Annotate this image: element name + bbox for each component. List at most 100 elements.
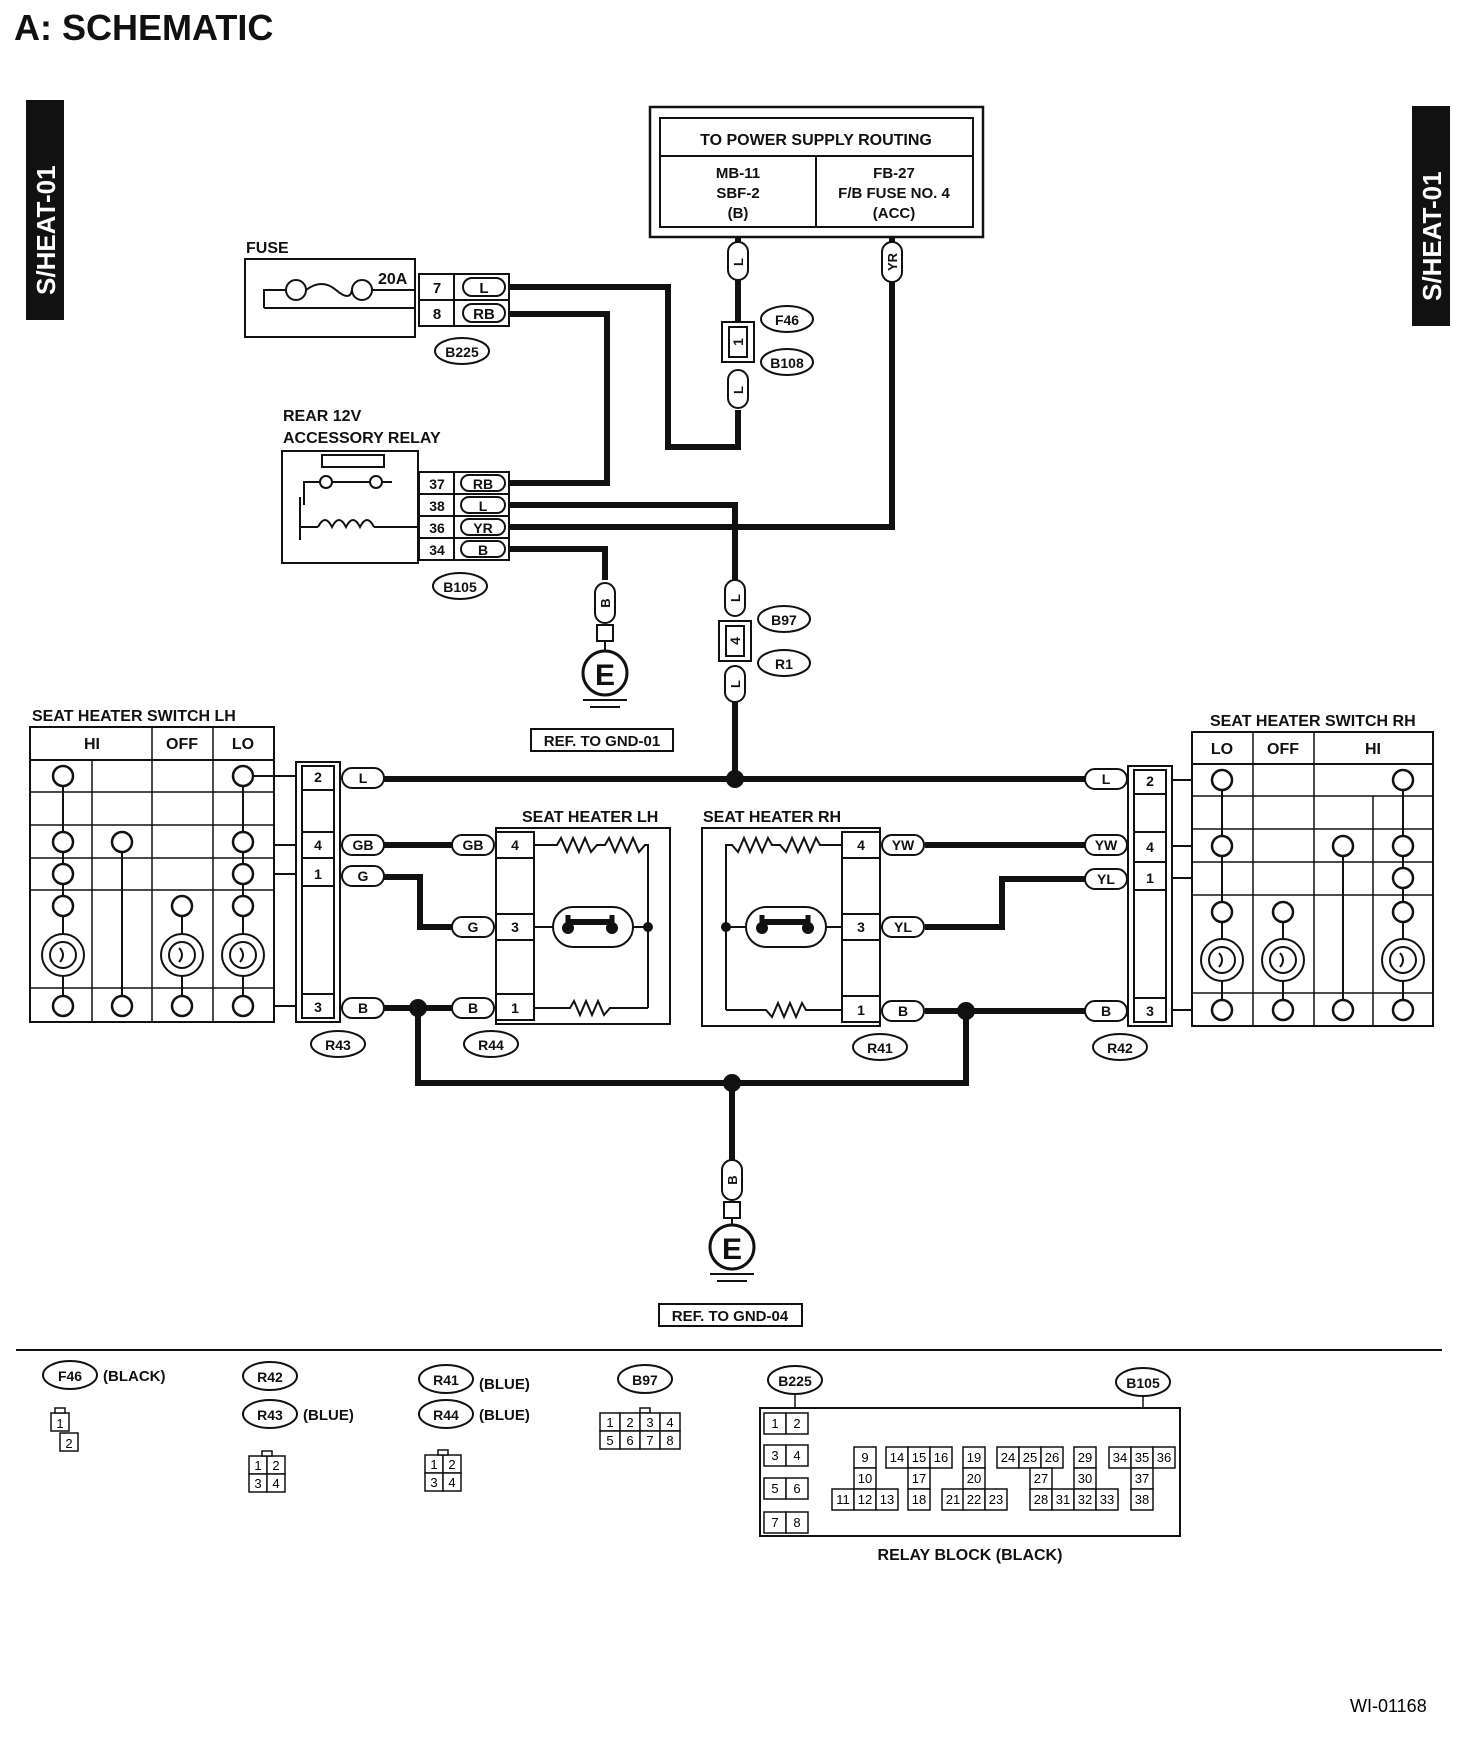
power-supply-left-1: MB-11 <box>716 165 760 182</box>
svg-text:3: 3 <box>511 919 519 935</box>
svg-text:4: 4 <box>511 837 519 853</box>
fuse-block: FUSE 20A 7 L 8 RB B225 <box>244 240 510 365</box>
svg-text:LO: LO <box>1211 741 1233 758</box>
svg-text:2: 2 <box>626 1415 633 1430</box>
power-supply-right-3: (ACC) <box>873 205 916 222</box>
svg-text:B225: B225 <box>778 1373 812 1389</box>
relay-block-cell-label: 32 <box>1078 1492 1092 1507</box>
svg-text:1: 1 <box>606 1415 613 1430</box>
power-supply-title: TO POWER SUPPLY ROUTING <box>700 132 932 149</box>
svg-text:3: 3 <box>646 1415 653 1430</box>
svg-text:2: 2 <box>65 1436 72 1451</box>
svg-text:YL: YL <box>894 919 912 935</box>
svg-text:3: 3 <box>1146 1003 1154 1019</box>
relay-block-cell-label: 29 <box>1078 1450 1092 1465</box>
relay-block-cell <box>785 1444 809 1467</box>
svg-text:4: 4 <box>272 1476 279 1491</box>
fuse-rating: 20A <box>378 271 408 288</box>
fuse-pin-7: 7 <box>433 280 441 297</box>
power-supply-right-1: FB-27 <box>873 165 915 182</box>
svg-text:4: 4 <box>857 837 865 853</box>
svg-text:B97: B97 <box>632 1372 658 1388</box>
ground-gnd-01: B E REF. TO GND-01 <box>530 582 674 752</box>
legend-f46: F46 (BLACK) 1 2 <box>42 1360 165 1452</box>
svg-text:4: 4 <box>448 1475 455 1490</box>
relay-block-cell <box>875 1488 899 1511</box>
svg-text:1: 1 <box>254 1458 261 1473</box>
svg-text:8: 8 <box>666 1433 673 1448</box>
svg-text:RELAY BLOCK (BLACK): RELAY BLOCK (BLACK) <box>878 1547 1063 1564</box>
relay-block-cell-label: 20 <box>967 1471 981 1486</box>
svg-text:S/HEAT-01: S/HEAT-01 <box>1417 171 1447 301</box>
relay-block-cell-label: 30 <box>1078 1471 1092 1486</box>
r42-label: R42 <box>1107 1040 1133 1056</box>
b108-label: B108 <box>770 355 804 371</box>
f46-b108-connector: L 1 L F46 B108 <box>721 241 814 409</box>
relay-block-cell-label: 31 <box>1056 1492 1070 1507</box>
power-supply-right-2: F/B FUSE NO. 4 <box>838 185 950 202</box>
relay-block-cell-label: 35 <box>1135 1450 1149 1465</box>
legend-r42-r43: R42 R43 (BLUE) 1 2 3 4 <box>242 1361 354 1493</box>
relay-block-cell <box>1095 1488 1119 1511</box>
svg-text:GB: GB <box>353 837 374 853</box>
svg-text:F46: F46 <box>58 1368 82 1384</box>
svg-text:OFF: OFF <box>1267 741 1299 758</box>
fuse-wire-8: RB <box>473 306 495 323</box>
switch-rh-title: SEAT HEATER SWITCH RH <box>1210 713 1416 730</box>
svg-text:HI: HI <box>1365 741 1381 758</box>
power-supply-box: TO POWER SUPPLY ROUTING MB-11 SBF-2 (B) … <box>648 105 985 239</box>
relay-block-cell-label: 33 <box>1100 1492 1114 1507</box>
relay-block-cell-label: 16 <box>934 1450 948 1465</box>
figure-code: WI-01168 <box>1350 1696 1427 1716</box>
svg-text:R43: R43 <box>257 1407 283 1423</box>
junction-dots <box>409 770 975 1092</box>
relay-block-cell-label: 34 <box>1113 1450 1127 1465</box>
relay-block-cell-label: 14 <box>890 1450 904 1465</box>
svg-text:B: B <box>358 1000 368 1016</box>
relay-block-cell-label: 5 <box>771 1481 778 1496</box>
svg-text:RB: RB <box>473 476 493 492</box>
page-title: A: SCHEMATIC <box>14 7 273 48</box>
relay-block-cell-label: 10 <box>858 1471 872 1486</box>
relay-block-cell-label: 1 <box>771 1416 778 1431</box>
relay-connector: B105 <box>443 579 477 595</box>
relay-block-cell <box>1152 1446 1176 1469</box>
svg-text:2: 2 <box>272 1458 279 1473</box>
fuse-pin-8: 8 <box>433 306 441 323</box>
svg-text:5: 5 <box>606 1433 613 1448</box>
svg-text:L: L <box>1102 771 1111 787</box>
svg-text:4: 4 <box>666 1415 673 1430</box>
svg-text:OFF: OFF <box>166 736 198 753</box>
svg-text:(BLUE): (BLUE) <box>479 1376 530 1393</box>
svg-text:3: 3 <box>254 1476 261 1491</box>
svg-text:L: L <box>731 386 746 394</box>
svg-text:B: B <box>725 1175 740 1184</box>
svg-text:1: 1 <box>1146 870 1154 886</box>
yr-wire-tag: YR <box>881 241 903 283</box>
svg-text:36: 36 <box>429 520 445 536</box>
svg-text:3: 3 <box>857 919 865 935</box>
relay-block-cell-label: 13 <box>880 1492 894 1507</box>
relay-block-cell <box>907 1488 931 1511</box>
svg-text:B105: B105 <box>1126 1375 1160 1391</box>
fuse-wire-7: L <box>479 280 488 297</box>
svg-text:YR: YR <box>473 520 492 536</box>
relay-block-cell-label: 37 <box>1135 1471 1149 1486</box>
svg-text:R41: R41 <box>433 1372 459 1388</box>
relay-block-cell-label: 9 <box>861 1450 868 1465</box>
relay-block-cell-label: 24 <box>1001 1450 1015 1465</box>
svg-text:3: 3 <box>314 999 322 1015</box>
svg-text:YL: YL <box>1097 871 1115 887</box>
b97-label: B97 <box>771 612 797 628</box>
relay-block-cell-label: 19 <box>967 1450 981 1465</box>
svg-text:G: G <box>468 919 479 935</box>
relay-block-cell-label: 17 <box>912 1471 926 1486</box>
svg-text:LO: LO <box>232 736 254 753</box>
svg-text:B: B <box>598 598 613 607</box>
svg-text:34: 34 <box>429 542 445 558</box>
svg-text:1: 1 <box>857 1002 865 1018</box>
seat-heater-switch-lh: SEAT HEATER SWITCH LH HI OFF LO <box>29 708 385 1058</box>
svg-text:B: B <box>478 542 488 558</box>
relay-label-2: ACCESSORY RELAY <box>283 430 441 447</box>
